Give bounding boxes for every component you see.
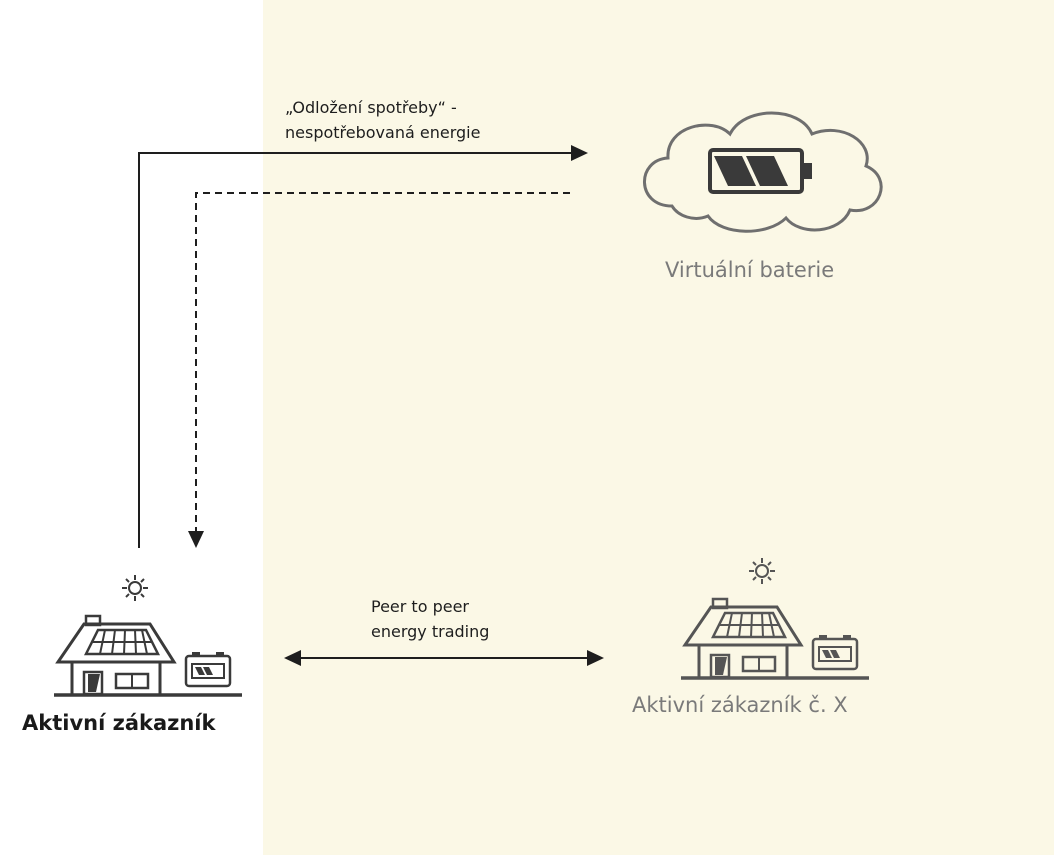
active-customer-label: Aktivní zákazník [22, 711, 216, 735]
p2p-trading-label: Peer to peer energy trading [371, 594, 489, 644]
house-solar-battery-icon [52, 573, 244, 697]
virtual-battery-label: Virtuální baterie [665, 258, 835, 282]
deferred-consumption-arrowhead [571, 145, 588, 161]
p2p-arrowhead-left [284, 650, 301, 666]
deferred-consumption-label: „Odložení spotřeby“ - nespotřebovaná ene… [285, 95, 480, 145]
return-energy-arrowhead [188, 531, 204, 548]
p2p-label-line2: energy trading [371, 622, 490, 641]
deferred-label-line1: „Odložení spotřeby“ - [285, 98, 457, 117]
deferred-consumption-arrow [138, 152, 572, 548]
highlight-panel [263, 0, 1054, 855]
p2p-arrowhead-right [587, 650, 604, 666]
return-energy-dashed-arrow [195, 192, 570, 532]
house-solar-battery-icon-x [679, 556, 871, 680]
p2p-label-line1: Peer to peer [371, 597, 469, 616]
cloud-battery-icon [643, 111, 883, 233]
deferred-label-line2: nespotřebovaná energie [285, 123, 481, 142]
active-customer-x-label: Aktivní zákazník č. X [632, 693, 848, 717]
